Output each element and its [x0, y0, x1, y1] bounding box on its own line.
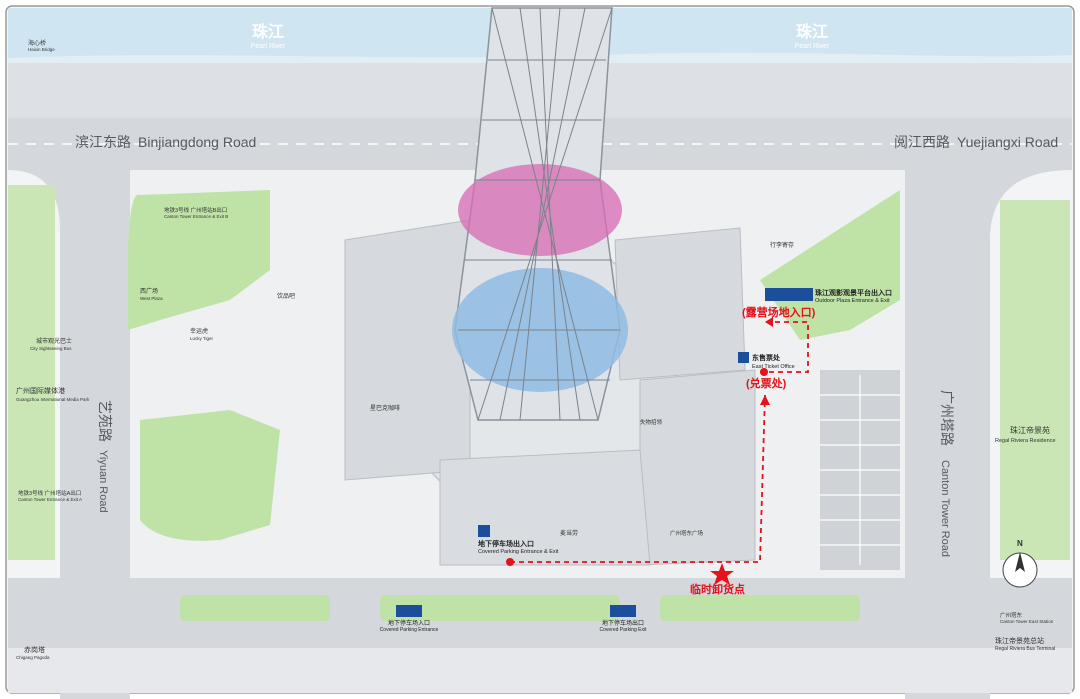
- canton-tower: [452, 7, 628, 421]
- haixin-bridge-zh: 海心桥: [28, 39, 46, 47]
- median-lawn-1: [180, 595, 330, 621]
- lawn-southwest: [140, 410, 280, 541]
- metro-exit-a-en: Canton Tower Entrance & Exit A: [18, 497, 82, 502]
- south-sidewalk: [8, 648, 1072, 693]
- temp-loading-label: 临时卸货点: [690, 582, 745, 596]
- covered-parking-zh: 地下停车场出入口: [478, 539, 534, 548]
- yiyuan-road-surface: [60, 170, 130, 699]
- haixin-bridge-en: Haixin Bridge: [28, 47, 55, 52]
- tower-east-station-zh: 广州塔东: [1000, 611, 1023, 619]
- outdoor-plaza-icons: [765, 288, 813, 301]
- lawn-northeast: [760, 190, 900, 340]
- route-arrow-camping: [765, 317, 773, 327]
- covered-parking-en: Covered Parking Entrance & Exit: [478, 549, 559, 555]
- metro-exit-a-zh: 地铁3号线 广州塔站A出口: [18, 489, 81, 497]
- east-parking-lot: [820, 370, 900, 570]
- northeast-building: [614, 227, 746, 381]
- south-building: [439, 449, 651, 566]
- outdoor-plaza-zh: 珠江观影观景平台出入口: [815, 288, 892, 297]
- loading-point-star-icon: [710, 563, 734, 585]
- river-right-zh: 珠江: [796, 22, 828, 41]
- lawn-far-east: [1000, 200, 1070, 560]
- river-left-zh: 珠江: [252, 22, 284, 41]
- road-right-vertical-zh: 广州塔路: [939, 390, 955, 446]
- ticket-redemption-label: (兑票处): [746, 376, 787, 390]
- median-lawn-3: [660, 595, 860, 621]
- road-right-top-en: Yuejiangxi Road: [957, 134, 1058, 150]
- regal-residence-zh: 珠江帝景苑: [1010, 425, 1050, 435]
- parking-exit-en: Covered Parking Exit: [600, 627, 648, 633]
- metro-exit-b-en: Canton Tower Entrance & Exit B: [164, 214, 228, 219]
- west-plaza-en: West Plaza: [140, 296, 163, 301]
- sightseeing-bus-zh: 城市观光巴士: [36, 337, 72, 345]
- media-park-zh: 广州国际媒体港: [16, 386, 65, 395]
- starbucks-label: 星巴克咖啡: [370, 404, 400, 412]
- road-right-vertical-en: Canton Tower Road: [939, 460, 951, 557]
- regal-residence-en: Regal Riviera Residence: [995, 438, 1056, 444]
- ticket-icon: [738, 352, 749, 363]
- river-left-en: Pearl River: [251, 43, 286, 50]
- metro-exit-b-zh: 地铁3号线 广州塔站B出口: [164, 206, 227, 214]
- median-lawn-2: [380, 595, 620, 621]
- parking-entrance-en: Covered Parking Entrance: [380, 627, 439, 633]
- east-ticket-en: East Ticket Office: [752, 364, 795, 370]
- road-left-vertical-zh: 艺苑路: [97, 400, 113, 442]
- compass-north-label: N: [1017, 539, 1023, 548]
- lost-found-label: 失物招领: [640, 418, 663, 426]
- north-compass: N: [1002, 539, 1038, 588]
- road-left-vertical-en: Yiyuan Road: [97, 450, 109, 513]
- camping-route-path: [760, 321, 809, 373]
- tower-east-station-en: Canton Tower East Station: [1000, 619, 1054, 624]
- west-building: [344, 219, 471, 481]
- camping-gate-label: (露营场地入口): [742, 305, 816, 319]
- left-luggage-label: 行李寄存: [770, 241, 794, 249]
- canton-tower-road-surface: [905, 170, 990, 699]
- parking-icon: [478, 525, 490, 537]
- road-curve-ne: [990, 170, 1072, 240]
- chigang-pagoda-zh: 赤岗塔: [24, 645, 45, 654]
- road-right-top-zh: 阅江西路: [894, 134, 950, 150]
- mcdonalds-label: 麦当劳: [560, 529, 578, 537]
- route-ticket-dot: [760, 368, 768, 376]
- lawn-far-west: [8, 185, 55, 560]
- regal-bus-zh: 珠江帝景苑总站: [995, 636, 1044, 645]
- drinking-bar-label: 饮品吧: [277, 292, 295, 300]
- chigang-pagoda-en: Chigang Pagoda: [16, 655, 50, 660]
- east-plaza-label: 广州塔东广场: [670, 529, 704, 537]
- route-start-dot: [506, 558, 514, 566]
- parking-exit-icon: [610, 605, 636, 617]
- road-left-top-zh: 滨江东路: [75, 134, 131, 150]
- sightseeing-bus-en: City Sightseeing Bus: [30, 346, 72, 351]
- lawn-northwest: [128, 190, 270, 330]
- media-park-en: Guangzhou International Media Park: [16, 397, 90, 402]
- loading-route-path: [510, 394, 766, 563]
- parking-entrance-icon: [396, 605, 422, 617]
- parking-entrance-zh: 地下停车场入口: [388, 619, 430, 627]
- outdoor-plaza-en: Outdoor Plaza Entrance & Exit: [815, 298, 890, 304]
- east-ticket-zh: 东售票处: [752, 353, 781, 362]
- lucky-tiger-zh: 幸运虎: [190, 327, 208, 335]
- parking-exit-zh: 地下停车场出口: [602, 619, 644, 627]
- west-plaza-zh: 西广场: [140, 287, 158, 295]
- route-arrow-ticket: [760, 395, 770, 405]
- regal-bus-en: Regal Riviera Bus Terminal: [995, 646, 1055, 652]
- road-left-top-en: Binjiangdong Road: [138, 134, 256, 150]
- lucky-tiger-en: Lucky Tiger: [190, 336, 214, 341]
- river-right-en: Pearl River: [795, 43, 830, 50]
